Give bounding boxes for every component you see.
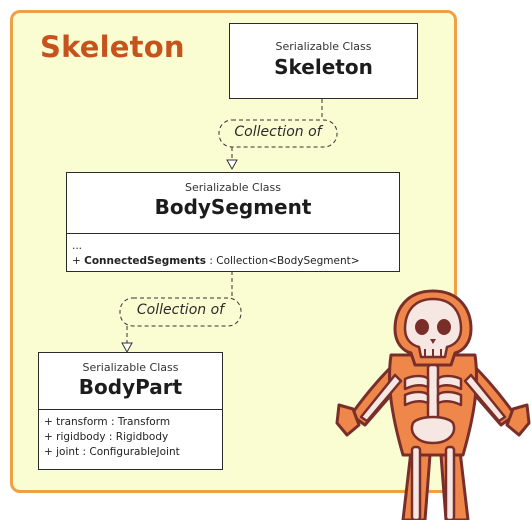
member-connected-segments: + ConnectedSegments : Collection<BodySeg… [72, 254, 360, 269]
relation-arrow-1 [227, 160, 237, 169]
class-body-segment-members: ... + ConnectedSegments : Collection<Bod… [72, 239, 360, 269]
member-prefix: + [72, 255, 84, 267]
class-skeleton-stereotype: Serializable Class [230, 40, 417, 53]
member-type: : Collection<BodySegment> [206, 255, 360, 267]
class-body-segment-stereotype: Serializable Class [67, 181, 399, 194]
class-body-part: Serializable Class BodyPart + transform … [38, 352, 223, 470]
class-body-part-stereotype: Serializable Class [39, 361, 222, 374]
class-body-segment-divider [67, 233, 399, 234]
relation-label-2: Collection of [120, 302, 241, 318]
member-ellipsis: ... [72, 239, 360, 254]
member-transform: + transform : Transform [44, 415, 180, 430]
skeleton-icon [335, 283, 531, 520]
class-body-part-name: BodyPart [39, 375, 222, 399]
class-body-part-members: + transform : Transform + rigidbody : Ri… [44, 415, 180, 460]
member-name: ConnectedSegments [84, 255, 206, 267]
relation-label-1: Collection of [219, 124, 337, 140]
relation-arrow-2 [122, 343, 132, 352]
class-body-part-divider [39, 409, 222, 410]
class-skeleton: Serializable Class Skeleton [229, 23, 418, 99]
class-body-segment: Serializable Class BodySegment ... + Con… [66, 172, 400, 272]
class-body-segment-name: BodySegment [67, 195, 399, 219]
class-skeleton-name: Skeleton [230, 55, 417, 79]
member-rigidbody: + rigidbody : Rigidbody [44, 430, 180, 445]
member-joint: + joint : ConfigurableJoint [44, 445, 180, 460]
